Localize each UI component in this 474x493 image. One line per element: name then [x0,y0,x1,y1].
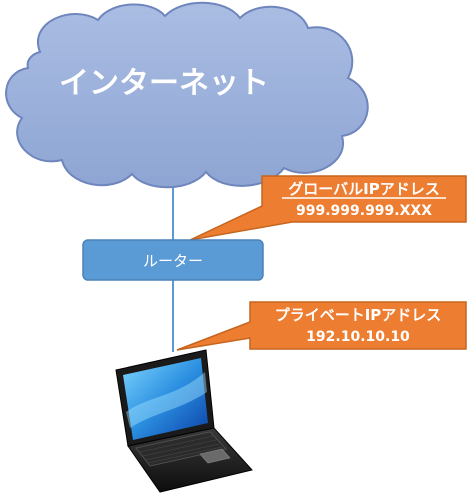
internet-label: インターネット [59,66,269,101]
laptop-screen-glow [126,372,207,428]
global-ip-callout: グローバルIPアドレス 999.999.999.XXX [189,175,467,241]
global-ip-title: グローバルIPアドレス [288,180,439,198]
internet-cloud: インターネット [5,1,369,189]
global-ip-callout-shape [189,175,467,241]
private-ip-callout-shape [176,301,467,351]
router-node: ルーター [82,239,264,281]
private-ip-callout: プライベートIPアドレス 192.10.10.10 [176,301,467,351]
laptop-touchpad [199,448,231,464]
global-ip-value: 999.999.999.XXX [296,203,432,219]
laptop-keys [139,435,223,464]
router-label: ルーター [143,252,203,270]
private-ip-title: プライベートIPアドレス [275,306,442,324]
cloud-icon [5,1,369,189]
router-box [82,239,264,281]
laptop-icon [115,349,253,493]
private-ip-value: 192.10.10.10 [306,329,410,345]
laptop-screen [123,358,208,440]
